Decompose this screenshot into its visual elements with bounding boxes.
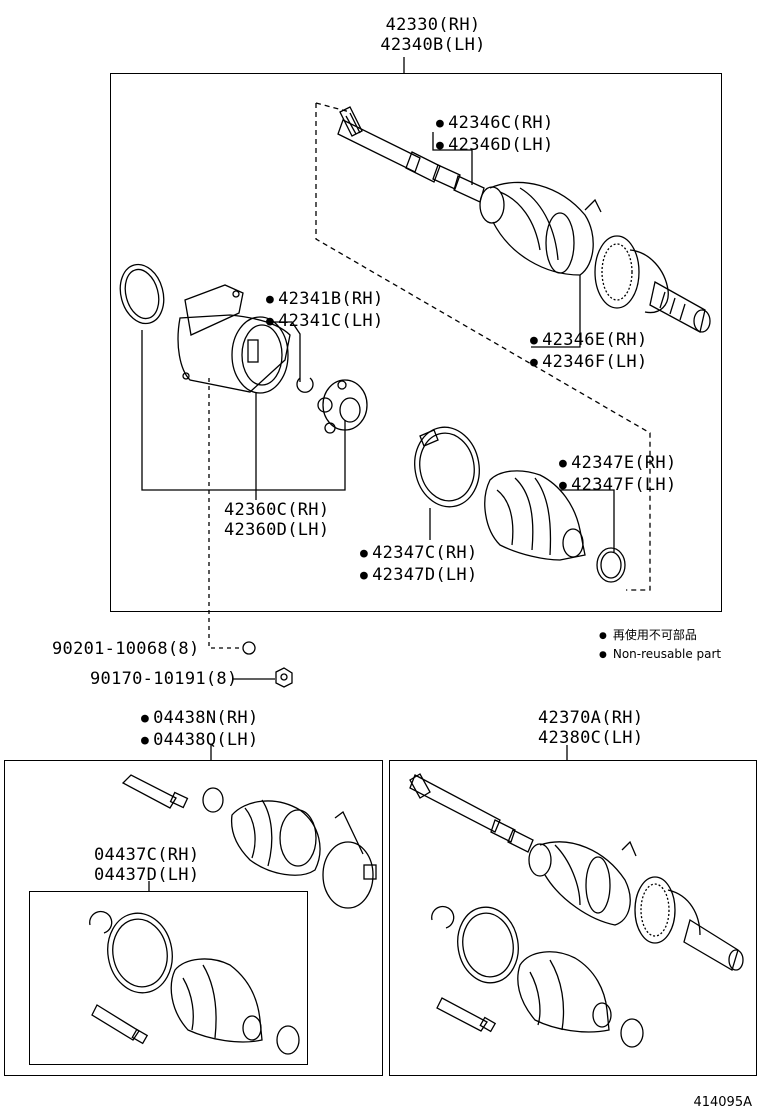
callout-42360cd: 42360C(RH) 42360D(LH): [224, 500, 329, 540]
kit-04437: 04437C(RH) 04437D(LH): [94, 845, 199, 885]
grease-tube-1: [121, 774, 189, 809]
callout-42347cd: 42347C(RH) 42347D(LH): [360, 543, 478, 587]
dashed-outline-shaft-group: [315, 103, 651, 591]
assembly-part-number: 42330(RH) 42340B(LH): [380, 15, 485, 55]
inner-boot: [484, 470, 586, 561]
part-04438n: 04438N(RH): [141, 708, 259, 730]
tripod-joint: [317, 379, 368, 434]
small-boot-clamp: [596, 547, 626, 583]
callout-42341bc: 42341B(RH) 42341C(LH): [266, 289, 384, 333]
snap-ring-right: [431, 905, 455, 929]
bullet-icon: ●: [599, 631, 607, 641]
non-reusable-legend: ● 再使用不可部品 ● Non-reusable part: [599, 627, 721, 665]
part-42360d: 42360D(LH): [224, 520, 330, 540]
part-04437c: 04437C(RH): [94, 845, 200, 865]
part-42341b: 42341B(RH): [266, 289, 384, 311]
part-42347d: 42347D(LH): [360, 565, 478, 587]
callout-42347ef: 42347E(RH) 42347F(LH): [559, 453, 677, 497]
part-04438q: 04438Q(LH): [141, 730, 259, 752]
shaft-assy-frame: [389, 760, 757, 1076]
callout-90201: 90201-10068(8): [52, 639, 200, 659]
part-42347f: 42347F(LH): [559, 475, 677, 497]
clamp-large-2: [107, 912, 173, 994]
small-snap-ring: [296, 377, 314, 393]
callout-90170: 90170-10191(8): [90, 669, 238, 689]
clamp-large-3: [457, 906, 519, 984]
part-42346c: 42346C(RH): [436, 113, 554, 135]
snap-ring-kit: [89, 910, 113, 934]
outer-boot: [230, 799, 321, 876]
part-42347e: 42347E(RH): [559, 453, 677, 475]
leader-90201: [208, 378, 243, 649]
grease-tube-2: [91, 1004, 149, 1045]
part-42380c: 42380C(LH): [538, 728, 644, 748]
inner-kit-frame: [29, 891, 308, 1065]
figure-id: 414095A: [693, 1095, 752, 1110]
assembly-lh: 42340B(LH): [380, 35, 486, 55]
callout-42346cd: 42346C(RH) 42346D(LH): [436, 113, 554, 157]
outer-shaft-drawing: [337, 106, 711, 333]
kit-42370: 42370A(RH) 42380C(LH): [538, 708, 643, 748]
inner-joint-housing: [177, 284, 291, 394]
main-assembly-frame: [110, 73, 722, 612]
legend-en: Non-reusable part: [612, 647, 722, 661]
assembly-rh: 42330(RH): [385, 15, 481, 35]
inner-boot-kit: [170, 958, 263, 1043]
boot-kit-frame: [4, 760, 383, 1076]
inner-boot-right: [517, 951, 612, 1033]
part-42346f: 42346F(LH): [530, 352, 648, 374]
washer: [242, 641, 256, 655]
bullet-icon: ●: [599, 650, 607, 660]
part-42346d: 42346D(LH): [436, 135, 554, 157]
part-42347c: 42347C(RH): [360, 543, 478, 565]
legend-jp: 再使用不可部品: [612, 628, 697, 642]
part-42360c: 42360C(RH): [224, 500, 330, 520]
clamp-large-1: [322, 811, 377, 909]
shaft-assembly-drawing: [409, 773, 744, 971]
part-04437d: 04437D(LH): [94, 865, 200, 885]
nut: [275, 667, 293, 688]
leader-42360cd: [141, 330, 346, 491]
kit-04438: 04438N(RH) 04438Q(LH): [141, 708, 259, 752]
part-42370a: 42370A(RH): [538, 708, 644, 728]
clamp-small-1: [202, 787, 224, 813]
callout-42346ef: 42346E(RH) 42346F(LH): [530, 330, 648, 374]
clamp-small-2: [276, 1025, 300, 1055]
part-42341c: 42341C(LH): [266, 311, 384, 333]
snap-ring-large: [119, 263, 165, 325]
clamp-small-3: [620, 1018, 644, 1048]
grease-tube-3: [436, 997, 497, 1033]
part-42346e: 42346E(RH): [530, 330, 648, 352]
boot-clamp-large: [414, 426, 480, 508]
